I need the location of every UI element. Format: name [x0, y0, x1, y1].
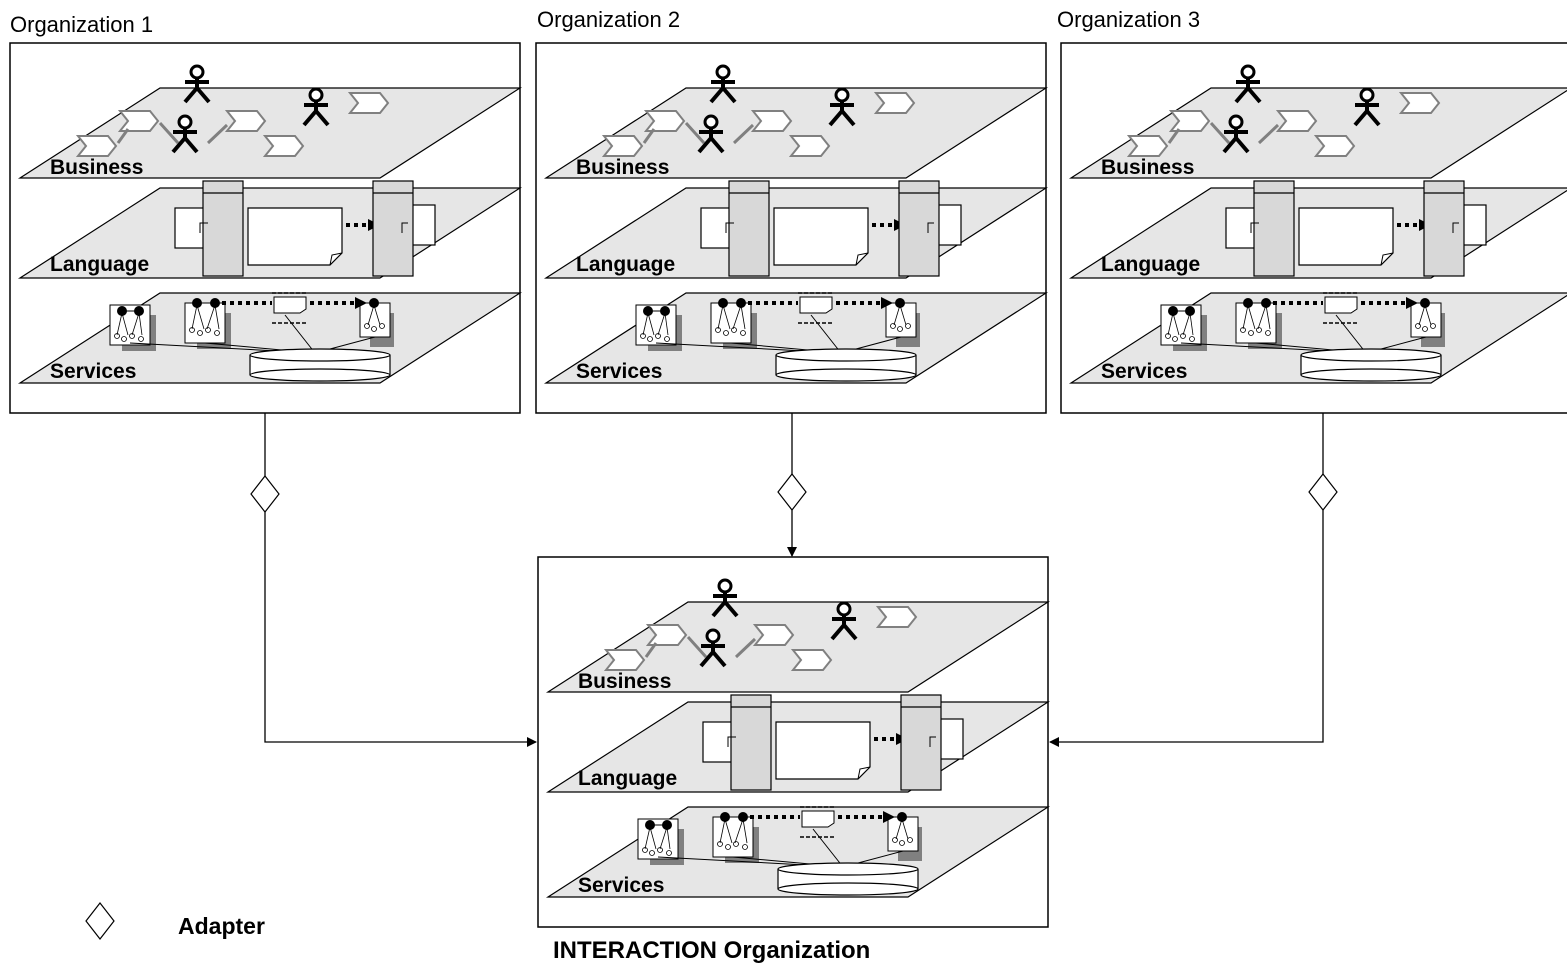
legend: Adapter: [85, 902, 265, 940]
business-layer-label: Business: [576, 156, 669, 179]
language-layer-label: Language: [576, 253, 675, 276]
organization-2-title: Organization 2: [537, 7, 680, 32]
services-layer-label: Services: [50, 360, 136, 383]
interaction-organization-title: INTERACTION Organization: [553, 937, 870, 964]
services-layer-label: Services: [1101, 360, 1187, 383]
organization-3-title: Organization 3: [1057, 7, 1200, 32]
adapter-diamond-icon: [250, 475, 280, 513]
organization-2: Organization 2 Business Language Service…: [534, 7, 1048, 415]
connector-org3: [1049, 413, 1324, 747]
adapter-diamond-icon: [777, 473, 807, 511]
services-layer-label: Services: [576, 360, 662, 383]
interaction-organization-box: Business Language Services: [536, 555, 1050, 929]
business-layer-label: Business: [578, 670, 671, 693]
language-layer-label: Language: [1101, 253, 1200, 276]
organization-3: Organization 3 Business Language Service…: [1057, 7, 1567, 415]
language-layer-label: Language: [578, 767, 677, 790]
adapter-diamond-icon: [1308, 473, 1338, 511]
adapter-legend-label: Adapter: [178, 913, 265, 939]
interaction-organization: Business Language Services INTERACTION O…: [536, 555, 1050, 964]
language-layer-label: Language: [50, 253, 149, 276]
services-layer-label: Services: [578, 874, 664, 897]
organization-1: Organization 1 Business Language Service…: [8, 12, 522, 415]
business-layer-label: Business: [1101, 156, 1194, 179]
organization-2-box: Business Language Services: [534, 41, 1048, 415]
organization-3-box: Business Language Services: [1059, 41, 1567, 415]
organization-1-title: Organization 1: [10, 12, 153, 37]
organization-1-box: Business Language Services: [8, 41, 522, 415]
connector-org1: [264, 413, 537, 747]
business-layer-label: Business: [50, 156, 143, 179]
diamond-icon: [85, 902, 115, 940]
